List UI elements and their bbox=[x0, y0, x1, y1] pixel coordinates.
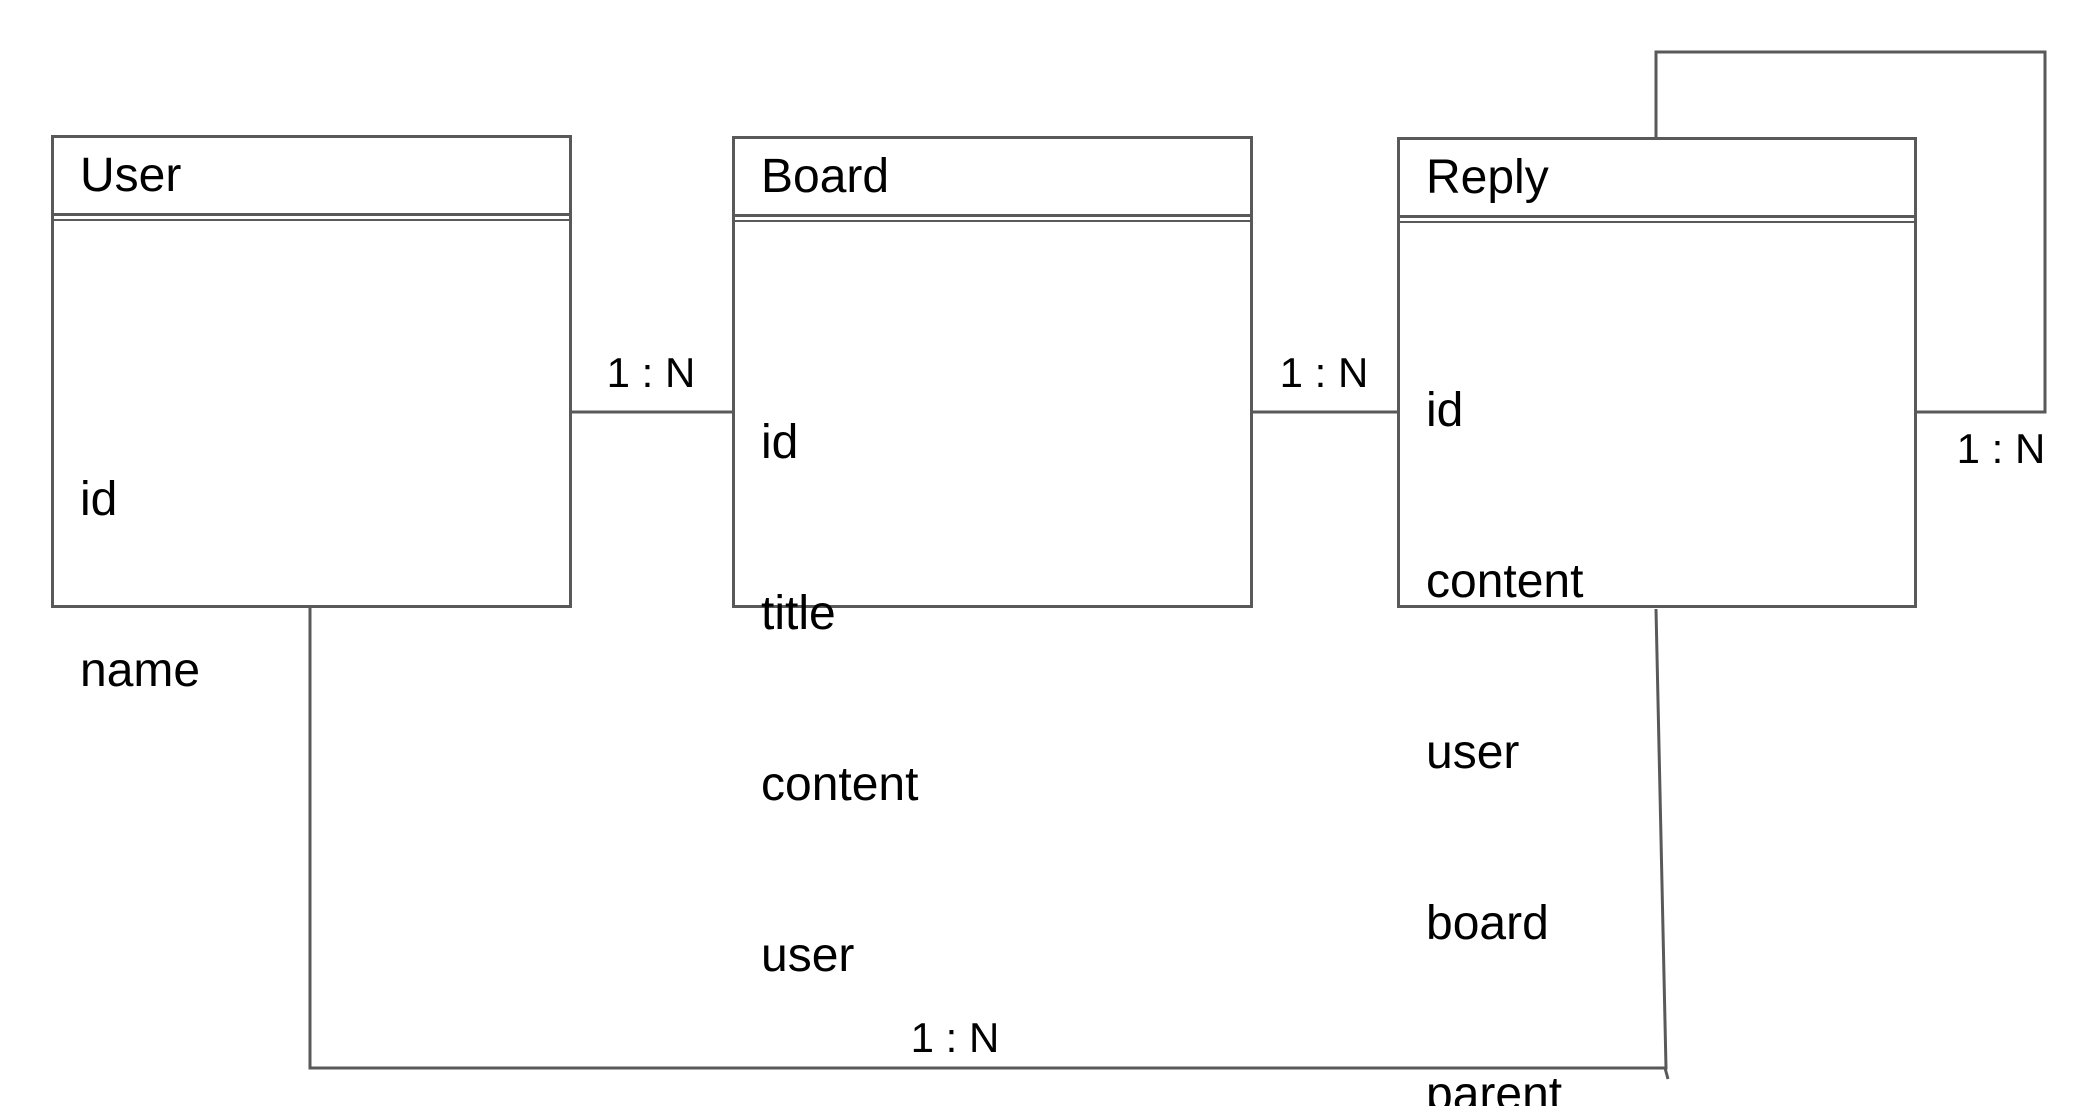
entity-board-body: id title content user bbox=[735, 220, 1250, 982]
entity-reply-fields: id content user board parent bbox=[1426, 268, 1583, 1106]
field-board-id: id bbox=[761, 416, 799, 469]
entity-board-header: Board bbox=[735, 139, 1250, 217]
connector-reply-self-loop-line bbox=[1654, 50, 2047, 414]
field-board-content: content bbox=[761, 758, 919, 811]
entity-reply: Reply id content user board parent bbox=[1397, 137, 1917, 1106]
field-reply-content: content bbox=[1426, 555, 1584, 608]
field-user-name: name bbox=[80, 644, 201, 697]
entity-board: Board id title content user bbox=[732, 136, 1253, 982]
cardinality-label-user-board: 1 : N bbox=[607, 349, 696, 396]
entity-user-body: id name bbox=[54, 219, 569, 697]
entity-user-fields: id name bbox=[80, 357, 200, 813]
field-reply-user: user bbox=[1426, 726, 1520, 779]
field-reply-parent: parent bbox=[1426, 1068, 1563, 1106]
connector-user-reply-line bbox=[308, 608, 1668, 1070]
entity-reply-title: Reply bbox=[1426, 151, 1549, 204]
entity-user-title: User bbox=[80, 149, 182, 202]
field-user-id: id bbox=[80, 473, 118, 526]
entity-reply-header: Reply bbox=[1400, 140, 1914, 218]
field-reply-id: id bbox=[1426, 384, 1464, 437]
cardinality-label-board-reply: 1 : N bbox=[1280, 349, 1369, 396]
entity-reply-body: id content user board parent bbox=[1400, 221, 1914, 1106]
cardinality-label-reply-self: 1 : N bbox=[1957, 425, 2046, 472]
entity-user-header: User bbox=[54, 138, 569, 216]
field-board-user: user bbox=[761, 929, 855, 982]
entity-board-fields: id title content user bbox=[761, 300, 918, 1098]
field-board-title: title bbox=[761, 587, 836, 640]
connector-user-reply-corner-tick bbox=[1663, 1067, 1670, 1080]
cardinality-label-user-reply: 1 : N bbox=[911, 1014, 1000, 1061]
entity-board-title: Board bbox=[761, 150, 890, 203]
field-reply-board: board bbox=[1426, 897, 1549, 950]
entity-user: User id name bbox=[51, 135, 572, 697]
